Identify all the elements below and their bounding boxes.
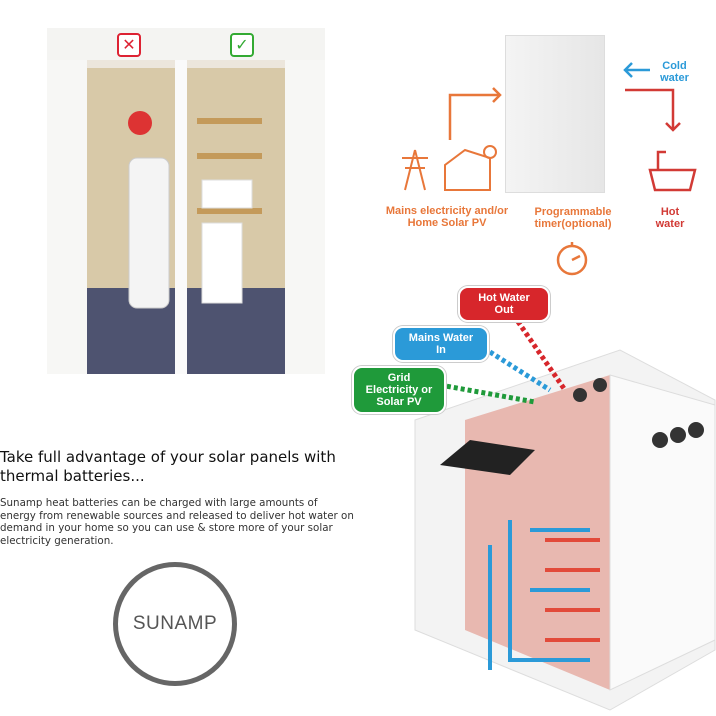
hot-water-label: Hot water — [655, 206, 685, 230]
body-text: Sunamp heat batteries can be charged wit… — [0, 497, 354, 547]
heat-battery-cutaway — [414, 308, 716, 711]
stopwatch-icon — [556, 242, 588, 276]
cupboard-comparison-photo: ✕ ✓ — [47, 28, 325, 374]
check-box-icon: ✓ — [230, 33, 254, 57]
mains-label: Mains electricity and/or Home Solar PV — [385, 205, 509, 229]
hot-water-out-label: Hot Water Out — [458, 286, 550, 322]
cross-box-icon: ✕ — [117, 33, 141, 57]
sunamp-unit-image — [505, 35, 605, 193]
cold-water-label: Cold water — [660, 60, 689, 84]
pylon-icon — [402, 149, 428, 191]
solar-house-icon — [444, 145, 497, 191]
headline: Take full advantage of your solar panels… — [0, 448, 336, 485]
logo-text: SUNAMP — [132, 613, 218, 634]
grid-electricity-label: Grid Electricity or Solar PV — [352, 366, 446, 414]
timer-label: Programmable timer(optional) — [534, 206, 612, 230]
flow-arrows — [402, 62, 697, 276]
bathtub-icon — [648, 150, 697, 192]
mains-water-in-label: Mains Water In — [393, 326, 489, 362]
sunamp-logo: SUNAMP — [113, 562, 237, 686]
